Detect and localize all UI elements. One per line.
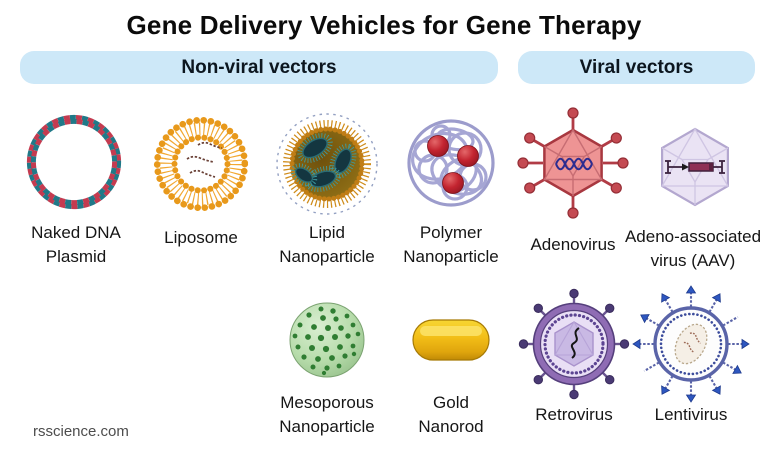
section-header-viral-label: Viral vectors: [579, 56, 694, 78]
label-adeno-associated-virus: Adeno-associated virus (AAV): [624, 227, 762, 270]
adeno-associated-virus-icon: [660, 127, 730, 207]
label-mesoporous-nanoparticle: Mesoporous Nanoparticle: [279, 393, 375, 436]
label-adenovirus: Adenovirus: [530, 235, 616, 254]
gold-nanorod-icon: [412, 319, 490, 361]
polymer-nanoparticle-icon: [407, 119, 495, 207]
lipid-nanoparticle-icon: [276, 113, 378, 215]
retrovirus-icon: [518, 288, 630, 400]
label-lipid-nanoparticle: Lipid Nanoparticle: [279, 223, 375, 266]
label-lentivirus: Lentivirus: [654, 405, 728, 424]
label-gold-nanorod: Gold Nanorod: [418, 393, 484, 436]
lentivirus-icon: [632, 285, 750, 403]
section-header-non-viral-label: Non-viral vectors: [181, 56, 337, 78]
liposome-icon: [153, 116, 249, 212]
page-title: Gene Delivery Vehicles for Gene Therapy: [126, 10, 642, 40]
mesoporous-nanoparticle-icon: [289, 302, 365, 378]
label-retrovirus: Retrovirus: [535, 405, 613, 424]
label-naked-dna-plasmid: Naked DNA Plasmid: [31, 223, 121, 266]
section-header-viral: Viral vectors: [518, 51, 755, 84]
label-liposome: Liposome: [164, 228, 238, 247]
section-header-non-viral: Non-viral vectors: [20, 51, 498, 84]
adenovirus-icon: [517, 107, 629, 219]
naked-dna-plasmid-icon: [26, 114, 122, 210]
label-polymer-nanoparticle: Polymer Nanoparticle: [403, 223, 499, 266]
watermark: rsscience.com: [33, 423, 129, 440]
